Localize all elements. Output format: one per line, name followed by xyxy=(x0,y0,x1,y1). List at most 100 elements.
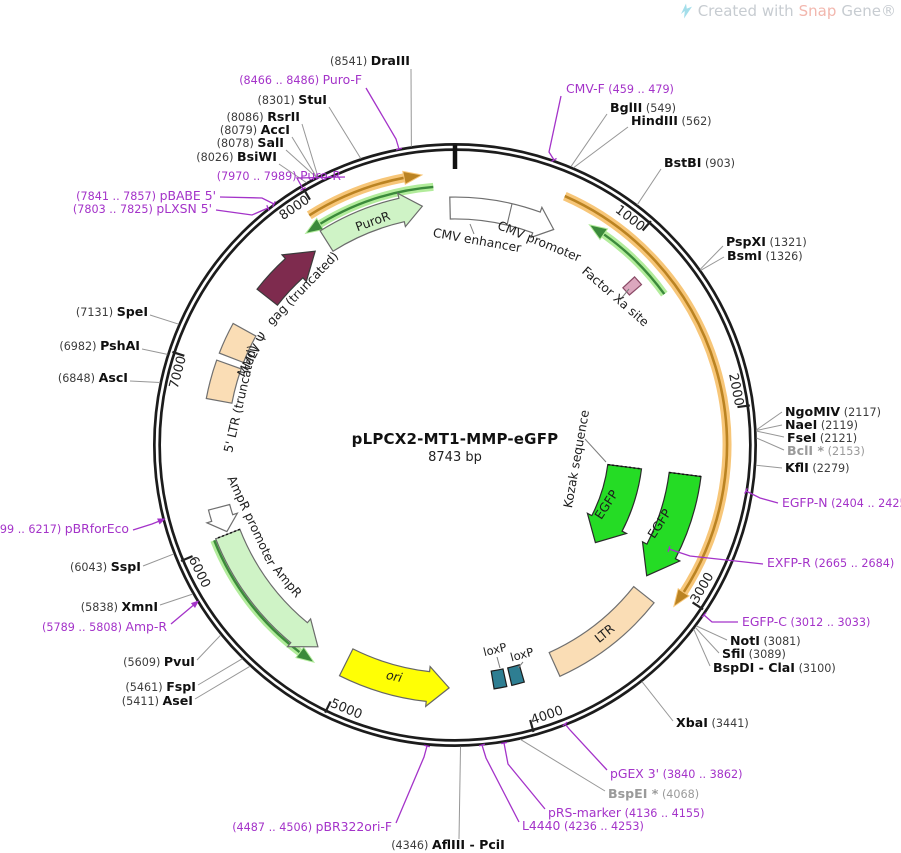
primer-label-pbrforeco[interactable]: (6199 .. 6217) pBRforEco xyxy=(0,518,166,537)
enzyme-label-bstbi[interactable]: BstBI (903) xyxy=(636,155,735,206)
primer-label-text: (7841 .. 7857) pBABE 5' xyxy=(76,188,216,203)
enzyme-label-text: NotI (3081) xyxy=(730,633,801,648)
feature-gag-truncated[interactable] xyxy=(256,250,317,307)
enzyme-pointer-line xyxy=(291,136,317,178)
label-ori[interactable]: ori xyxy=(385,668,404,685)
feature-mmlv-psi[interactable] xyxy=(218,322,257,364)
label-kozak-sequence[interactable]: Kozak sequence xyxy=(561,409,592,509)
enzyme-label-acci[interactable]: (8079) AccI xyxy=(220,122,317,178)
primer-label-puro-r[interactable]: (7970 .. 7989) Puro-R xyxy=(217,168,346,192)
enzyme-label-asei[interactable]: (5411) AseI xyxy=(122,665,251,708)
primer-pointer-line xyxy=(564,723,608,771)
enzyme-pointer-line xyxy=(149,314,179,325)
enzyme-label-sfii[interactable]: SfiI (3089) xyxy=(694,626,786,661)
primer-label-exfp-r[interactable]: EXFP-R (2665 .. 2684) xyxy=(667,545,894,570)
label-loxp-left[interactable]: loxP xyxy=(482,640,508,659)
enzyme-label-fsei[interactable]: FseI (2121) xyxy=(756,430,857,445)
feature-ampr-promoter[interactable] xyxy=(205,503,239,533)
feature-loxp-left[interactable] xyxy=(490,668,508,690)
primer-label-text: EGFP-C (3012 .. 3033) xyxy=(742,614,870,629)
primer-label-egfp-n[interactable]: EGFP-N (2404 .. 2425) xyxy=(744,488,901,510)
orf-arc-puror-region-core xyxy=(308,176,405,217)
enzyme-label-text: HindIII (562) xyxy=(631,113,712,128)
orf-arc-main-arrowhead xyxy=(673,587,690,608)
feature-egfp-inner-dashed-end xyxy=(607,463,642,470)
primer-label-text: (4487 .. 4506) pBR322ori-F xyxy=(232,819,392,834)
enzyme-label-xmni[interactable]: (5838) XmnI xyxy=(81,593,194,614)
label-factor-xa-site[interactable]: Factor Xa site xyxy=(579,264,651,329)
enzyme-label-text: SfiI (3089) xyxy=(722,646,786,661)
enzyme-label-kfli[interactable]: KflI (2279) xyxy=(755,460,850,475)
enzyme-label-text: BspEI * (4068) xyxy=(608,786,699,801)
feature-ampr[interactable] xyxy=(214,528,319,648)
enzyme-label-text: XbaI (3441) xyxy=(676,715,749,730)
enzyme-label-bspei-[interactable]: BspEI * (4068) xyxy=(519,738,699,801)
enzyme-label-text: (8301) StuI xyxy=(257,92,327,107)
feature-egfp-outer[interactable] xyxy=(641,471,702,577)
enzyme-label-text: BclI * (2153) xyxy=(787,443,865,458)
enzyme-pointer-line xyxy=(570,113,608,167)
feature-3ltr[interactable] xyxy=(548,585,655,678)
enzyme-label-bcli-[interactable]: BclI * (2153) xyxy=(756,437,865,458)
enzyme-label-asci[interactable]: (6848) AscI xyxy=(58,370,161,385)
enzyme-label-sspi[interactable]: (6043) SspI xyxy=(70,553,175,574)
enzyme-label-text: (8086) RsrII xyxy=(226,109,300,124)
primer-label-prs-marker[interactable]: pRS-marker (4136 .. 4155) xyxy=(500,741,705,820)
primer-pointer-foot xyxy=(667,545,671,553)
enzyme-label-hindiii[interactable]: HindIII (562) xyxy=(573,113,712,169)
primer-label-plxsn-5-[interactable]: (7803 .. 7825) pLXSN 5' xyxy=(73,201,270,216)
primer-label-pbr322ori-f[interactable]: (4487 .. 4506) pBR322ori-F xyxy=(232,744,431,834)
enzyme-label-ngomiv[interactable]: NgoMIV (2117) xyxy=(755,404,881,431)
feature-puror[interactable] xyxy=(319,192,424,253)
enzyme-label-pspxi[interactable]: PspXI (1321) xyxy=(699,234,807,270)
primer-pointer-foot xyxy=(562,721,568,727)
enzyme-pointer-line xyxy=(328,106,362,159)
primer-label-egfp-c[interactable]: EGFP-C (3012 .. 3033) xyxy=(701,612,870,629)
feature-ori[interactable] xyxy=(338,648,450,708)
primer-label-l4440[interactable]: L4440 (4236 .. 4253) xyxy=(478,743,644,833)
enzyme-label-text: BglII (549) xyxy=(610,100,676,115)
primer-pointer-foot xyxy=(395,147,403,151)
enzyme-label-sali[interactable]: (8078) SalI xyxy=(217,135,317,178)
enzyme-label-xbai[interactable]: XbaI (3441) xyxy=(641,681,749,730)
primer-label-text: L4440 (4236 .. 4253) xyxy=(522,818,644,833)
primer-pointer-line xyxy=(548,95,562,161)
enzyme-label-bspdi-clai[interactable]: BspDI - ClaI (3100) xyxy=(693,628,836,675)
enzyme-label-bglii[interactable]: BglII (549) xyxy=(570,100,676,167)
primer-label-amp-r[interactable]: (5789 .. 5808) Amp-R xyxy=(42,600,200,634)
enzyme-label-pshai[interactable]: (6982) PshAI xyxy=(59,338,168,355)
enzyme-label-draiii[interactable]: (8541) DraIII xyxy=(330,53,412,147)
feature-5ltr-truncated[interactable] xyxy=(205,359,242,404)
primer-label-text: (7970 .. 7989) Puro-R xyxy=(217,168,342,183)
label-loxp-right[interactable]: loxP xyxy=(509,645,535,665)
feature-cmv-enhancer-promoter[interactable] xyxy=(449,196,555,239)
enzyme-pointer-line xyxy=(129,380,161,383)
primer-pointer-foot xyxy=(272,201,276,207)
primer-label-puro-f[interactable]: (8466 .. 8486) Puro-F xyxy=(239,72,403,151)
primer-label-cmv-f[interactable]: CMV-F (459 .. 479) xyxy=(548,81,674,163)
feature-egfp-inner[interactable] xyxy=(586,463,643,544)
enzyme-label-stui[interactable]: (8301) StuI xyxy=(257,92,362,159)
enzyme-label-naei[interactable]: NaeI (2119) xyxy=(756,417,858,432)
tick-7000 xyxy=(172,350,185,357)
primer-pointer-line xyxy=(668,548,764,565)
enzyme-label-pvui[interactable]: (5609) PvuI xyxy=(123,634,222,669)
snapgene-logo-icon xyxy=(680,3,692,19)
enzyme-label-rsrii[interactable]: (8086) RsrII xyxy=(226,109,319,177)
enzyme-label-fspi[interactable]: (5461) FspI xyxy=(125,658,243,694)
primer-label-pbabe-5-[interactable]: (7841 .. 7857) pBABE 5' xyxy=(76,188,276,207)
enzyme-label-noti[interactable]: NotI (3081) xyxy=(696,625,801,648)
primer-pointer-line xyxy=(170,602,197,625)
enzyme-label-bsmi[interactable]: BsmI (1326) xyxy=(700,248,803,271)
ptr-cmv-enhancer xyxy=(469,223,475,235)
enzyme-label-bsiwi[interactable]: (8026) BsiWI xyxy=(196,149,307,184)
feature-loxp-right[interactable] xyxy=(506,664,526,687)
enzyme-pointer-line xyxy=(699,245,724,270)
primer-label-pgex-3-[interactable]: pGEX 3' (3840 .. 3862) xyxy=(562,721,743,781)
primer-pointer-arrowhead xyxy=(157,518,166,525)
watermark-brand-gene: Gene® xyxy=(841,2,896,20)
enzyme-label-spei[interactable]: (7131) SpeI xyxy=(76,304,179,325)
primer-pointer-foot xyxy=(266,204,270,212)
enzyme-pointer-line xyxy=(197,658,243,686)
enzyme-label-afliii-pcii[interactable]: (4346) AflIII - PciI xyxy=(391,746,505,852)
